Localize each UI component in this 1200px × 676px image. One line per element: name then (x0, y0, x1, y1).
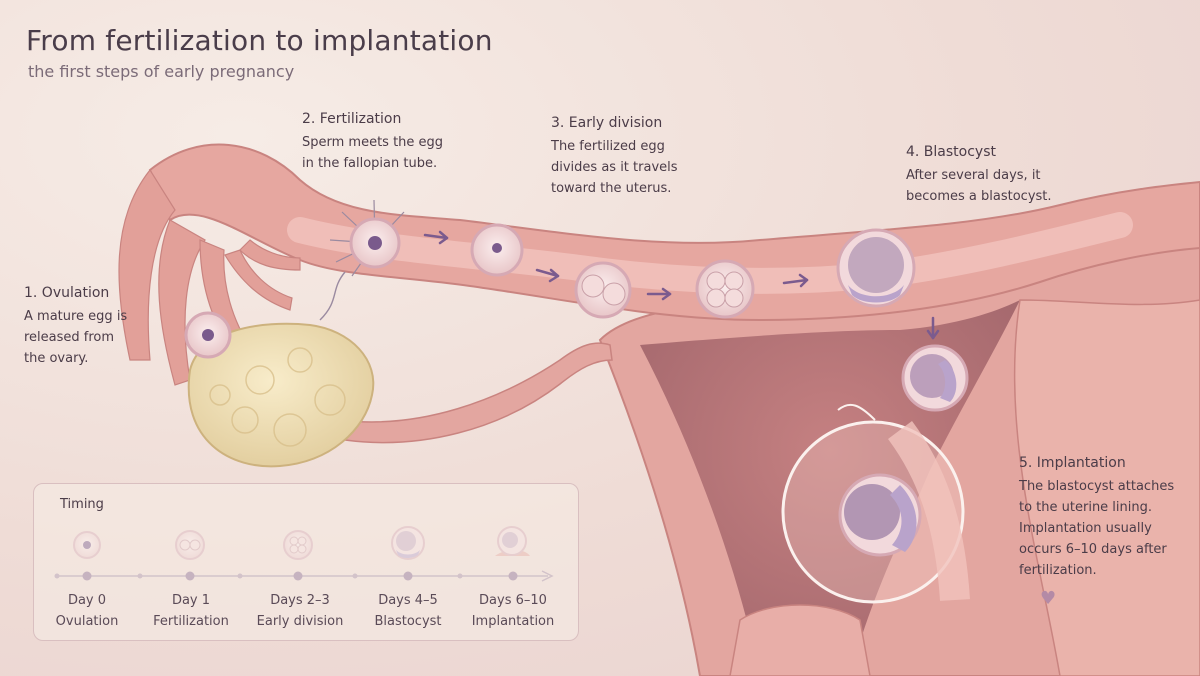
fertilized-egg-icon (470, 223, 524, 277)
step-text: divides as it travels (551, 160, 678, 175)
arrow-icon (646, 287, 672, 301)
step-text: to the uterine lining. (1019, 500, 1153, 515)
direction-arrows (423, 230, 940, 340)
milestone-label: Fertilization (153, 614, 229, 629)
step-heading: 4. Blastocyst (906, 144, 996, 160)
ovary-texture (209, 347, 346, 447)
step-text: A mature egg is (24, 309, 128, 324)
fertilization-egg-icon (319, 199, 405, 321)
milestone-day: Days 4–5 (378, 593, 438, 608)
step-text: toward the uterus. (551, 181, 672, 196)
step-early-division: 3. Early division The fertilized egg div… (551, 113, 678, 199)
step-heading: 5. Implantation (1019, 455, 1126, 471)
milestone-day: Day 1 (171, 593, 211, 608)
descending-blastocyst-icon (901, 344, 969, 412)
arrow-icon (423, 230, 449, 245)
page-title: From fertilization to implantation (26, 24, 493, 57)
step-text: After several days, it (906, 168, 1041, 183)
four-cell-embryo-icon (695, 259, 755, 319)
step-text: occurs 6–10 days after (1019, 542, 1167, 557)
milestone-day: Days 2–3 (270, 593, 330, 608)
timeline-milestone: Days 4–5 Blastocyst (353, 590, 463, 632)
step-text: becomes a blastocyst. (906, 189, 1052, 204)
ovarian-ligament (339, 342, 613, 444)
milestone-label: Blastocyst (374, 614, 442, 629)
step-fertilization: 2. Fertilization Sperm meets the egg in … (302, 109, 443, 174)
ovary (187, 322, 375, 468)
step-text: released from (24, 330, 115, 345)
step-text: in the fallopian tube. (302, 156, 438, 171)
arrow-icon (535, 268, 560, 283)
milestone-label: Early division (256, 614, 344, 629)
two-cell-embryo-icon (574, 261, 632, 319)
step-text: fertilization. (1019, 563, 1097, 578)
milestone-label: Implantation (471, 614, 555, 629)
ovulated-egg-icon (184, 311, 232, 359)
timeline-milestone: Day 0 Ovulation (32, 590, 142, 632)
page-subtitle: the first steps of early pregnancy (28, 62, 295, 81)
step-text: The blastocyst attaches (1019, 479, 1175, 494)
step-blastocyst: 4. Blastocyst After several days, it bec… (906, 142, 1052, 207)
milestone-day: Days 6–10 (479, 593, 547, 608)
implantation-zoom-icon (781, 403, 970, 604)
milestone-label: Ovulation (55, 614, 119, 629)
cervix (729, 604, 871, 676)
timeline-milestone: Day 1 Fertilization (136, 590, 246, 632)
step-text: the ovary. (24, 351, 89, 366)
step-implantation: 5. Implantation The blastocyst attaches … (1019, 453, 1174, 581)
step-text: The fertilized egg (551, 139, 665, 154)
arrow-icon (926, 316, 940, 340)
fimbriae (118, 168, 301, 386)
step-heading: 3. Early division (551, 115, 663, 131)
timing-panel (33, 483, 579, 641)
milestone-day: Day 0 (67, 593, 107, 608)
step-ovulation: 1. Ovulation A mature egg is released fr… (24, 283, 127, 369)
arrow-icon (782, 273, 809, 288)
step-heading: 2. Fertilization (302, 111, 402, 127)
timing-title: Timing (60, 497, 104, 512)
step-text: Implantation usually (1019, 521, 1152, 536)
blastocyst-icon (836, 228, 916, 308)
uterine-wall-right (1013, 299, 1200, 676)
timeline-milestone: Days 2–3 Early division (245, 590, 355, 632)
step-heading: 1. Ovulation (24, 285, 110, 301)
heart-icon: ♥ (1040, 588, 1057, 609)
step-text: Sperm meets the egg (302, 135, 444, 150)
timeline-milestone: Days 6–10 Implantation (458, 590, 568, 632)
